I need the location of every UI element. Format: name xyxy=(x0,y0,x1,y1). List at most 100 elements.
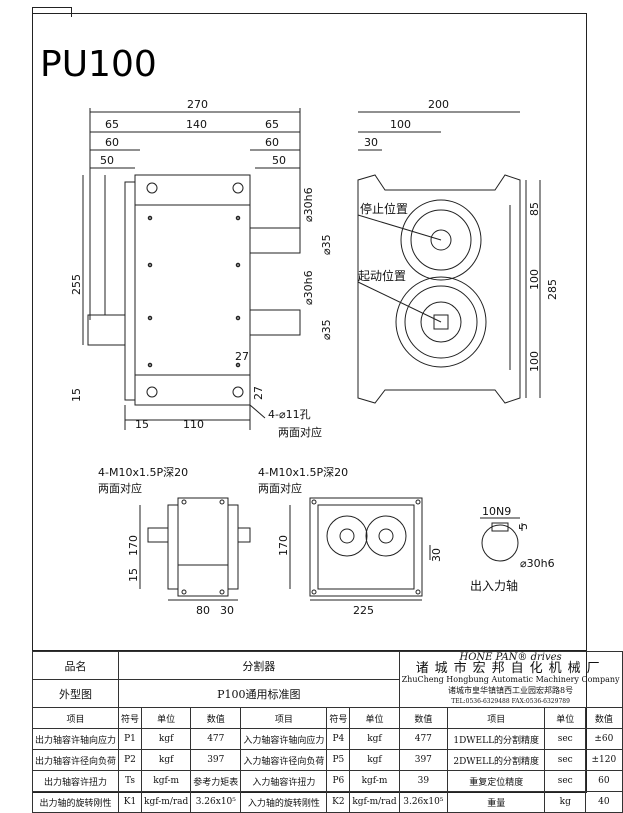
dim-50-right: 50 xyxy=(272,154,286,167)
table-row: 出力轴容许径向负荷 P2 kgf 397 入力轴容许径向负荷 P5 kgf 39… xyxy=(31,749,623,771)
table-cell: P1 xyxy=(118,728,143,750)
header-cell: 单位 xyxy=(349,707,400,729)
table-cell: ±120 xyxy=(585,749,623,771)
table-cell: 397 xyxy=(398,749,449,771)
table-cell: 出力轴的旋转刚性 xyxy=(31,791,120,813)
table-cell: P4 xyxy=(326,728,351,750)
company-logo: HONE PAN® drives xyxy=(459,652,562,663)
engineering-drawing: PU100 xyxy=(40,44,559,617)
table-row: 出力轴的旋转刚性 K1 kgf-m/rad 3.26x10⁵ 入力轴的旋转刚性 … xyxy=(31,791,623,813)
title-block-table: 品名 分割器 HONE PAN® drives 诸城市宏邦自化机械厂 ZhuCh… xyxy=(31,651,623,813)
table-cell: 60 xyxy=(585,770,623,792)
table-cell: 39 xyxy=(398,770,449,792)
header-cell: 单位 xyxy=(544,707,587,729)
table-cell: 重复定位精度 xyxy=(447,770,546,792)
model-title: PU100 xyxy=(40,44,157,85)
dim-50-left: 50 xyxy=(100,154,114,167)
table-cell: 477 xyxy=(190,728,242,750)
table-row: 出力轴容许轴向应力 P1 kgf 477 入力轴容许轴向应力 P4 kgf 47… xyxy=(31,728,623,750)
header-cell: 符号 xyxy=(326,707,351,729)
shaft-diameter: ⌀30h6 xyxy=(520,557,555,570)
table-cell: 入力轴容许扭力 xyxy=(240,770,328,792)
table-cell: P2 xyxy=(118,749,143,771)
key-spec: 10N9 xyxy=(482,505,511,518)
header-cell: 数值 xyxy=(398,707,449,729)
title-block: 品名 分割器 HONE PAN® drives 诸城市宏邦自化机械厂 ZhuCh… xyxy=(31,650,623,813)
dim-15-left: 15 xyxy=(70,388,83,402)
side-view xyxy=(357,111,541,404)
dim-15-bottom-view: 15 xyxy=(127,568,140,582)
table-cell: kg xyxy=(544,791,587,813)
dim-60-right: 60 xyxy=(265,136,279,149)
dim-65-right: 65 xyxy=(265,118,279,131)
table-cell: 入力轴的旋转刚性 xyxy=(240,791,328,813)
table-cell: K1 xyxy=(118,791,143,813)
hole-note-2: 两面对应 xyxy=(278,425,322,439)
dim-80: 80 xyxy=(196,604,210,617)
table-cell: P5 xyxy=(326,749,351,771)
hole-note: 4-⌀11孔 xyxy=(268,408,311,421)
company-name-en: ZhuCheng Hongbung Automatic Machinery Co… xyxy=(401,675,620,684)
dim-15-bottom: 15 xyxy=(135,418,149,431)
drawing-type-value: P100通用标准图 xyxy=(118,679,400,708)
header-cell: 项目 xyxy=(240,707,328,729)
dim-270: 270 xyxy=(187,98,208,111)
dim-200: 200 xyxy=(428,98,449,111)
table-cell: kgf xyxy=(349,728,400,750)
dim-110: 110 xyxy=(183,418,204,431)
header-cell: 项目 xyxy=(447,707,546,729)
company-tel: TEL:0536-6329488 xyxy=(451,698,510,705)
table-cell: kgf xyxy=(141,728,192,750)
dim-170-right: 170 xyxy=(277,535,290,556)
table-cell: 3.26x10⁵ xyxy=(190,791,242,813)
dim-60-left: 60 xyxy=(105,136,119,149)
table-cell: K2 xyxy=(326,791,351,813)
table-cell: 重量 xyxy=(447,791,546,813)
table-cell: 入力轴容许轴向应力 xyxy=(240,728,328,750)
shaft-detail xyxy=(480,517,523,562)
table-cell: 入力轴容许径向负荷 xyxy=(240,749,328,771)
header-cell: 项目 xyxy=(31,707,120,729)
table-cell: kgf-m/rad xyxy=(141,791,192,813)
table-cell: 477 xyxy=(398,728,449,750)
shaft-caption: 出入力轴 xyxy=(470,578,518,593)
top-view-right xyxy=(289,497,431,601)
stop-position-label: 停止位置 xyxy=(360,201,408,216)
table-cell: sec xyxy=(544,728,587,750)
header-cell: 数值 xyxy=(190,707,242,729)
company-address: 诸城市皇华镇镇西工业园宏邦路8号 xyxy=(448,686,574,695)
dim-dia35-top: ⌀35 xyxy=(320,234,333,255)
table-cell: kgf-m xyxy=(349,770,400,792)
dim-255: 255 xyxy=(70,274,83,295)
table-cell: 40 xyxy=(585,791,623,813)
thread-note-left-2: 两面对应 xyxy=(98,481,142,495)
header-cell: 符号 xyxy=(118,707,143,729)
dim-27-upper: 27 xyxy=(235,350,249,363)
product-name-value: 分割器 xyxy=(118,651,400,680)
dim-30-bottom: 30 xyxy=(220,604,234,617)
spec-header-row: 项目 符号 单位 数值 项目 符号 单位 数值 项目 单位 数值 xyxy=(31,707,623,729)
product-name-label: 品名 xyxy=(31,651,120,680)
header-cell: 单位 xyxy=(141,707,192,729)
front-view xyxy=(82,108,301,430)
table-cell: 参考力矩表 xyxy=(190,770,242,792)
table-cell: kgf-m xyxy=(141,770,192,792)
dim-225: 225 xyxy=(353,604,374,617)
header-cell: 数值 xyxy=(585,707,623,729)
table-cell: 397 xyxy=(190,749,242,771)
table-cell: 出力轴容许轴向应力 xyxy=(31,728,120,750)
dim-100-top: 100 xyxy=(390,118,411,131)
table-row: 出力轴容许扭力 Ts kgf-m 参考力矩表 入力轴容许扭力 P6 kgf-m … xyxy=(31,770,623,792)
table-cell: 3.26x10⁵ xyxy=(398,791,449,813)
company-fax: FAX:0536-6329789 xyxy=(511,698,570,705)
dim-100-bottom: 100 xyxy=(528,351,541,372)
table-cell: ±60 xyxy=(585,728,623,750)
thread-note-right: 4-M10x1.5P深20 xyxy=(258,466,348,479)
company-info: HONE PAN® drives 诸城市宏邦自化机械厂 ZhuCheng Hon… xyxy=(398,651,623,708)
dim-170-left: 170 xyxy=(127,535,140,556)
dim-27-lower: 27 xyxy=(252,386,265,400)
top-view-left xyxy=(139,497,251,601)
thread-note-left: 4-M10x1.5P深20 xyxy=(98,466,188,479)
dim-dia30-top: ⌀30h6 xyxy=(302,187,315,222)
table-cell: sec xyxy=(544,770,587,792)
